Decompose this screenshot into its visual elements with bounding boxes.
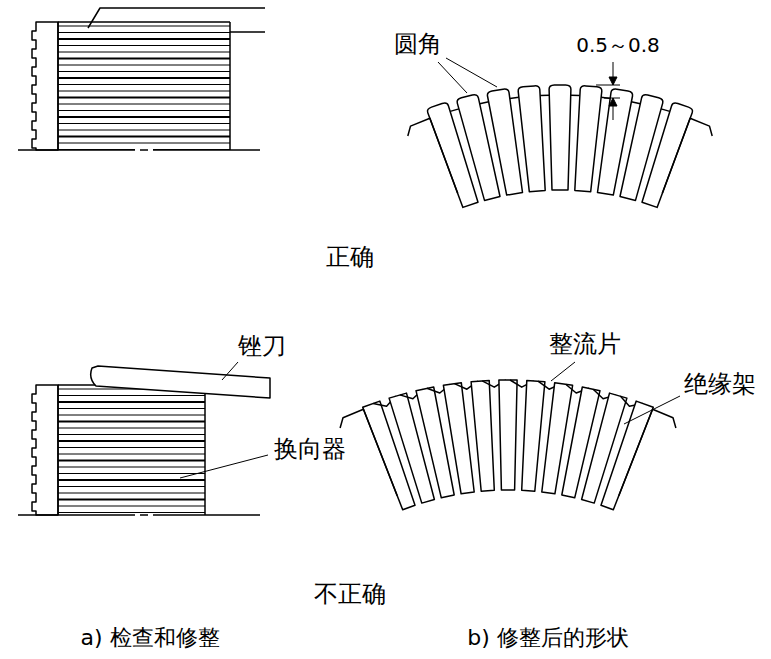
correct-fan-insulation-top [480, 102, 489, 104]
label: b) 修整后的形状 [467, 625, 629, 650]
file-bottom [230, 31, 265, 33]
bottom-commutator-segment-line [58, 408, 205, 409]
top-commutator-segment-line [58, 71, 230, 72]
top-commutator-riser [32, 22, 58, 150]
label: 0.5～0.8 [576, 34, 660, 57]
top-commutator-segment-line [58, 123, 230, 124]
top-commutator-segment-line [58, 104, 230, 105]
top-commutator-segment-line [58, 130, 230, 131]
correct-fan-insulation-top [571, 94, 580, 96]
label: 绝缘架 [684, 371, 756, 399]
leader-line [438, 62, 467, 93]
arrowhead [609, 77, 617, 85]
bottom-commutator-segment-line [58, 428, 205, 429]
leader-line [551, 362, 575, 381]
correct-fan-segment [642, 103, 693, 207]
top-commutator-edge [57, 22, 59, 150]
top-commutator-segment-line [58, 110, 230, 111]
bottom-commutator-centre-gap [135, 513, 153, 517]
correct-fan-segment [518, 86, 545, 192]
correct-fan-insulation-top [540, 94, 549, 96]
incorrect-fan-segment [522, 380, 545, 491]
top-commutator-centre-gap [135, 148, 153, 152]
leader-line [180, 455, 268, 478]
incorrect-fan-segment [601, 401, 653, 510]
correct-fan-insulation-top [510, 97, 519, 98]
label: 整流片 [549, 331, 621, 359]
top-commutator-end [229, 22, 231, 150]
top-commutator-segment-line [58, 143, 230, 144]
bottom-commutator-segment-line [58, 440, 205, 442]
correct-fan-segment [487, 89, 522, 195]
leader-line [446, 58, 497, 87]
bottom-commutator-segment-line [58, 493, 205, 494]
bottom-commutator-end [204, 385, 206, 515]
bottom-commutator-segment-line [58, 473, 205, 474]
top-commutator-segment-line [58, 52, 230, 53]
dimension-extension [604, 98, 620, 99]
incorrect-fan-segment [443, 383, 474, 494]
correct-fan-flange-left [408, 118, 458, 193]
top-commutator-segment-line [58, 91, 230, 92]
top-commutator-segment-line [58, 45, 230, 46]
bottom-commutator-segment-line [58, 415, 205, 416]
top-commutator-segment-line [58, 84, 230, 85]
bottom-commutator-segment-line [58, 447, 205, 448]
top-commutator-top [58, 21, 230, 23]
top-commutator-segment-line [58, 26, 230, 27]
arrowhead [609, 98, 617, 106]
bottom-commutator-segment-line [58, 395, 205, 396]
leader-line [222, 362, 238, 380]
label: a) 检查和修整 [80, 625, 219, 650]
label: 圆角 [394, 31, 442, 59]
top-commutator-centre-mark [140, 149, 148, 151]
file-body [91, 366, 270, 398]
correct-fan-insulation-top [661, 109, 670, 112]
top-commutator-segment-line [58, 77, 230, 79]
correct-fan-insulation-top [631, 102, 640, 104]
bottom-commutator-segment-line [58, 486, 205, 487]
incorrect-fan-flange-left [340, 409, 397, 496]
correct-fan-flange-right [662, 118, 712, 193]
bottom-commutator-edge [57, 385, 59, 515]
label: 正确 [326, 244, 374, 272]
dimension-extension [596, 85, 620, 86]
bottom-commutator-segment-line [58, 467, 205, 468]
top-commutator-segment-line [58, 136, 230, 138]
bottom-commutator-segment-line [58, 506, 205, 507]
bottom-commutator-segment-line [58, 434, 205, 435]
label: 换向器 [274, 436, 346, 464]
top-commutator-segment-line [58, 58, 230, 60]
correct-fan-segment [575, 86, 602, 192]
bottom-commutator-segment-line [58, 421, 205, 423]
label: 锉刀 [238, 333, 286, 361]
incorrect-fan-segment [499, 380, 517, 490]
leader-line [624, 396, 680, 424]
bottom-commutator-segment-line [58, 454, 205, 455]
bottom-commutator-segment-line [58, 460, 205, 462]
bottom-commutator-segment-line [58, 479, 205, 481]
top-commutator-segment-line [58, 116, 230, 118]
top-commutator-segment-line [58, 65, 230, 66]
file-top [88, 8, 265, 28]
label: 不正确 [314, 581, 386, 609]
top-commutator-segment-line [58, 38, 230, 40]
incorrect-fan-segment [471, 380, 494, 491]
bottom-commutator-segment-line [58, 499, 205, 501]
bottom-commutator-segment-line [58, 401, 205, 403]
bottom-commutator-segment-line [58, 512, 205, 513]
top-commutator-segment-line [58, 32, 230, 33]
bottom-commutator-riser [32, 385, 58, 515]
correct-fan-insulation-top [450, 109, 459, 112]
correct-fan-segment [549, 85, 571, 190]
bottom-commutator-centre-mark [140, 514, 148, 516]
top-commutator-segment-line [58, 97, 230, 99]
